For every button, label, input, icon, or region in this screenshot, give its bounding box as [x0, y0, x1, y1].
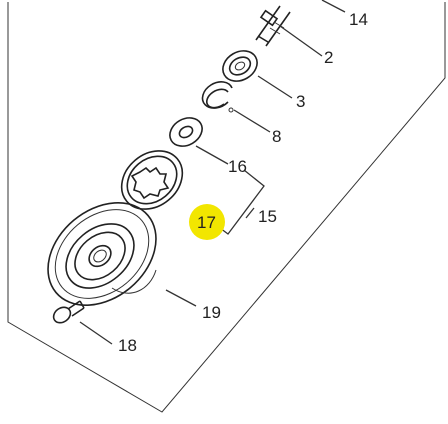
callout-17: 17	[197, 213, 216, 232]
callout-14: 14	[349, 10, 368, 29]
callout-18: 18	[118, 336, 137, 355]
callout-3: 3	[296, 92, 305, 111]
callout-16: 16	[228, 157, 247, 176]
panel-outline	[7, 2, 446, 413]
leader-lines	[79, 0, 346, 345]
bearing-part-2	[222, 50, 258, 82]
callout-17-highlight	[189, 204, 225, 240]
washer-part-8	[169, 117, 203, 147]
callout-19: 19	[202, 303, 221, 322]
callout-15: 15	[258, 207, 277, 226]
circlip-part-3	[201, 81, 234, 113]
callout-2: 2	[324, 48, 333, 67]
bolt-part-18	[52, 300, 85, 324]
shaft-part-14	[255, 5, 291, 47]
spline-plate-part-16	[120, 150, 184, 210]
pulley-face-part-19	[47, 201, 157, 307]
callout-8: 8	[272, 127, 281, 146]
